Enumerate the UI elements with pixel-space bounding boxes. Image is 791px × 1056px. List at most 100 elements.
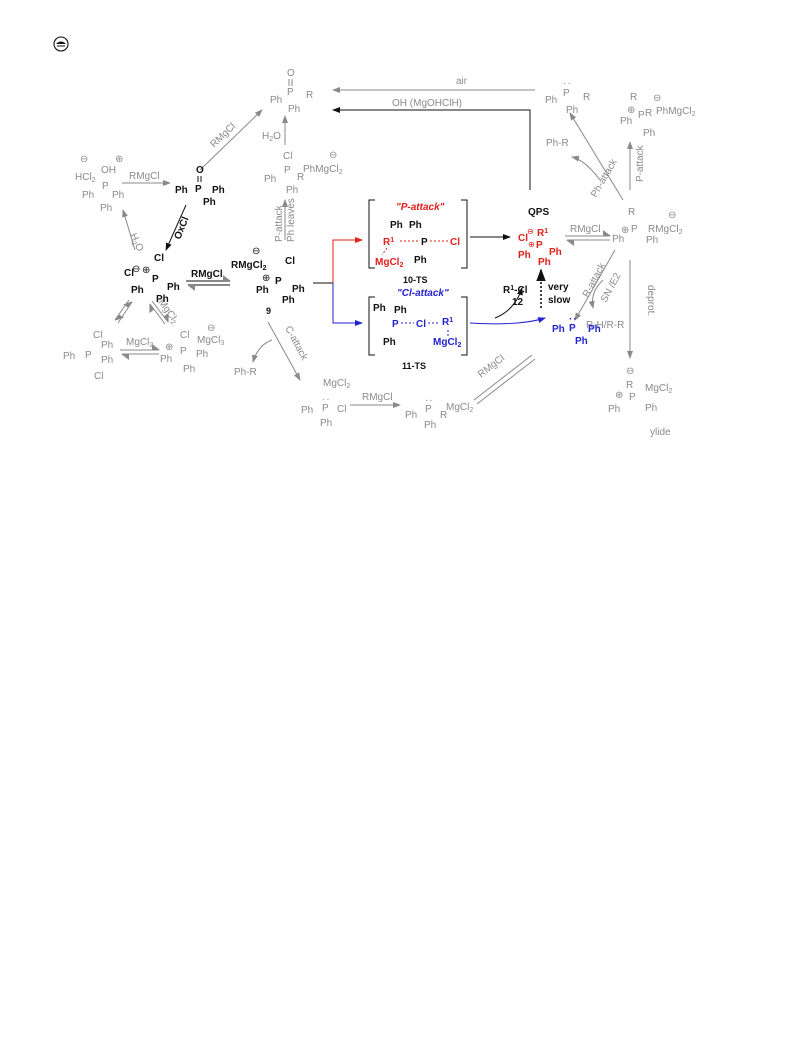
label-oh-mg: OH (MgOHClH) xyxy=(392,98,462,109)
line-diag-1 xyxy=(473,354,533,401)
svg-text:Ph: Ph xyxy=(409,220,422,231)
arrow-r1cl-release xyxy=(494,287,523,319)
arrows xyxy=(114,87,633,408)
label-c-attack: C-attack xyxy=(282,324,310,363)
species-phosphine-top-right: ·· P Ph R Ph xyxy=(545,78,590,116)
svg-text:⊖: ⊖ xyxy=(668,210,676,221)
arrow-p-attack-branch xyxy=(332,237,363,283)
svg-text:⊖: ⊖ xyxy=(527,227,534,236)
svg-text:PhMgCl2: PhMgCl2 xyxy=(303,164,343,176)
label-p-attack-right: P-attack xyxy=(635,144,646,182)
svg-text:Ph: Ph xyxy=(100,203,112,214)
svg-text:Ph: Ph xyxy=(288,104,300,115)
svg-text:Ph: Ph xyxy=(101,340,113,351)
species-qps: QPS Cl ⊖ R1 ⊕ P Ph Ph Ph xyxy=(518,207,562,268)
svg-text:Ph: Ph xyxy=(301,405,313,416)
svg-text:⊕: ⊕ xyxy=(615,390,623,401)
svg-text:P: P xyxy=(275,276,282,287)
svg-text:R: R xyxy=(645,108,652,119)
transition-state-11: "Cl-attack" Ph Ph P Cl R1 MgCl2 Ph 11-TS xyxy=(373,288,461,371)
svg-text:HCl2: HCl2 xyxy=(75,172,96,184)
arrow-ph-r-bottom xyxy=(252,339,273,363)
svg-text:··: ·· xyxy=(563,78,572,89)
svg-text:R: R xyxy=(583,92,590,103)
label-ph-r-bottom: Ph-R xyxy=(234,367,257,378)
svg-text:O: O xyxy=(287,68,295,79)
species-chlorophosphonium: Cl ⊖ Cl ⊕ P Ph Ph Ph xyxy=(124,253,180,305)
svg-text:Cl: Cl xyxy=(416,319,426,330)
species-dichlorophosphorane: Cl P Ph Ph Ph Cl xyxy=(63,330,113,382)
svg-text:Ph: Ph xyxy=(156,294,169,305)
svg-text:P: P xyxy=(563,88,570,99)
svg-text:Ph: Ph xyxy=(552,324,565,335)
label-rh: R-H/R-R xyxy=(586,320,624,331)
svg-text:P: P xyxy=(180,346,187,357)
transition-state-10: "P-attack" Ph Ph R1 P Cl MgCl2 Ph 10-TS xyxy=(375,202,460,285)
svg-text:R: R xyxy=(626,380,633,391)
label-slow: slow xyxy=(548,295,570,306)
svg-text:9: 9 xyxy=(266,306,271,316)
arrow-oh xyxy=(332,107,531,190)
svg-text:Ph: Ph xyxy=(549,247,562,258)
line-diag-2 xyxy=(476,358,536,405)
svg-text:Ph: Ph xyxy=(394,305,407,316)
label-rmgcl-diag: RMgCl xyxy=(476,353,507,380)
svg-text:P: P xyxy=(102,181,109,192)
label-air: air xyxy=(456,76,468,87)
ts-brackets xyxy=(368,199,468,356)
svg-text:O: O xyxy=(196,165,204,176)
arrow-ts11-tpp xyxy=(469,317,546,325)
svg-text:Ph: Ph xyxy=(82,190,94,201)
svg-text:Ph: Ph xyxy=(101,355,113,366)
svg-text:P: P xyxy=(631,224,638,235)
species-chloro-phosphorane: ⊖ Cl P Ph R Ph PhMgCl2 xyxy=(264,150,343,196)
svg-text:PhMgCl2: PhMgCl2 xyxy=(656,106,696,118)
svg-text:⊕: ⊕ xyxy=(142,265,150,276)
svg-text:MgCl3: MgCl3 xyxy=(197,335,224,347)
ts10-bracket-right xyxy=(461,199,468,269)
svg-text:⊖: ⊖ xyxy=(207,323,215,334)
svg-text:Ph: Ph xyxy=(390,220,403,231)
label-rmgcl-oxide: RMgCl xyxy=(208,121,238,150)
species-alkylphosphonium-right: ⊖ R ⊕ P Ph Ph RMgCl2 xyxy=(612,207,683,246)
svg-text:Cl: Cl xyxy=(180,330,189,341)
svg-text:Cl: Cl xyxy=(283,151,292,162)
label-deprot: deprot. xyxy=(645,285,656,316)
svg-text:Ph: Ph xyxy=(620,116,632,127)
species-ylide: ⊖ R P ⊕ MgCl2 Ph Ph ylide xyxy=(608,366,672,438)
arrow-ph-r-top xyxy=(571,155,601,181)
ts11-bracket-right xyxy=(461,296,468,356)
svg-text:ylide: ylide xyxy=(650,427,671,438)
svg-text:Ph: Ph xyxy=(373,303,386,314)
species-hydroxyphosphonium-left: ⊖ ⊕ HCl2 OH P Ph Ph Ph xyxy=(75,154,124,214)
svg-text:"P-attack": "P-attack" xyxy=(396,202,445,213)
label-rmgcl-qps: RMgCl xyxy=(570,224,601,235)
svg-text:Ph: Ph xyxy=(588,324,601,335)
svg-text:P: P xyxy=(322,403,329,414)
svg-text:Ph: Ph xyxy=(566,105,578,116)
svg-text:⊕: ⊕ xyxy=(165,342,173,353)
svg-text:RMgCl2: RMgCl2 xyxy=(648,224,683,236)
label-very: very xyxy=(548,282,569,293)
svg-text:P: P xyxy=(629,392,636,403)
svg-text:R1: R1 xyxy=(383,237,394,248)
svg-text:Ph: Ph xyxy=(405,410,417,421)
svg-text:10-TS: 10-TS xyxy=(403,275,428,285)
svg-text:⊕: ⊕ xyxy=(621,225,629,236)
svg-text:Ph: Ph xyxy=(292,284,305,295)
arrow-c-attack xyxy=(267,321,301,381)
svg-text:11-TS: 11-TS xyxy=(402,361,426,371)
svg-text:Ph: Ph xyxy=(608,404,620,415)
label-rmgcl-main: RMgCl xyxy=(191,269,223,280)
svg-text:Ph: Ph xyxy=(160,354,172,365)
svg-text:P: P xyxy=(425,404,432,415)
svg-text:Ph: Ph xyxy=(167,282,180,293)
arrow-cl-attack-branch xyxy=(332,283,363,326)
svg-text:Ph: Ph xyxy=(175,185,188,196)
svg-text:P: P xyxy=(536,240,543,251)
svg-text:Cl: Cl xyxy=(337,404,346,415)
svg-text:OH: OH xyxy=(101,165,116,176)
svg-text:P: P xyxy=(392,319,399,330)
svg-text:Ph: Ph xyxy=(212,185,225,196)
